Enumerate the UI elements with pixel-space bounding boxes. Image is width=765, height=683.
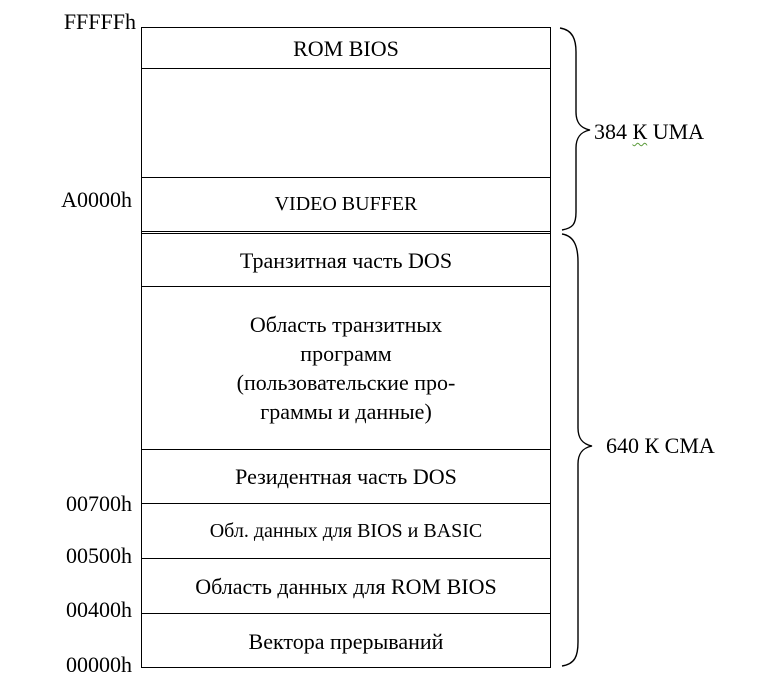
- uma-brace: [559, 27, 591, 231]
- address-a0000: A0000h: [61, 187, 132, 212]
- uma-label: 384 К UMA: [594, 120, 704, 144]
- transient-programs-line4: граммы и данные): [260, 399, 432, 424]
- uma-name: UMA: [652, 119, 705, 144]
- region-rom-bios: ROM BIOS: [293, 36, 399, 61]
- transient-programs-line3: (пользовательские про-: [236, 370, 456, 395]
- cma-label: 640 К CMA: [606, 433, 715, 458]
- uma-k: К: [632, 119, 648, 144]
- address-00700: 00700h: [66, 491, 132, 516]
- region-interrupt-vectors: Вектора прерываний: [248, 628, 444, 654]
- address-00400: 00400h: [66, 597, 132, 622]
- region-transient-programs: Область транзитных программ (пользовател…: [142, 287, 550, 449]
- transient-programs-line2: программ: [300, 341, 392, 366]
- address-00500: 00500h: [66, 543, 132, 568]
- address-fffff: FFFFFh: [63, 9, 136, 34]
- transient-programs-line1: Область транзитных: [249, 312, 443, 337]
- memory-map: ROM BIOS VIDEO BUFFER Транзитная часть D…: [141, 27, 551, 668]
- region-resident-dos: Резидентная часть DOS: [235, 464, 457, 489]
- region-video-buffer: VIDEO BUFFER: [274, 192, 418, 215]
- region-transient-dos: Транзитная часть DOS: [239, 248, 453, 273]
- address-00000: 00000h: [66, 652, 132, 677]
- region-bios-basic-data: Обл. данных для BIOS и BASIC: [209, 519, 483, 542]
- uma-size: 384: [594, 119, 627, 144]
- cma-brace: [561, 233, 593, 667]
- region-rom-bios-data: Область данных для ROM BIOS: [195, 573, 497, 599]
